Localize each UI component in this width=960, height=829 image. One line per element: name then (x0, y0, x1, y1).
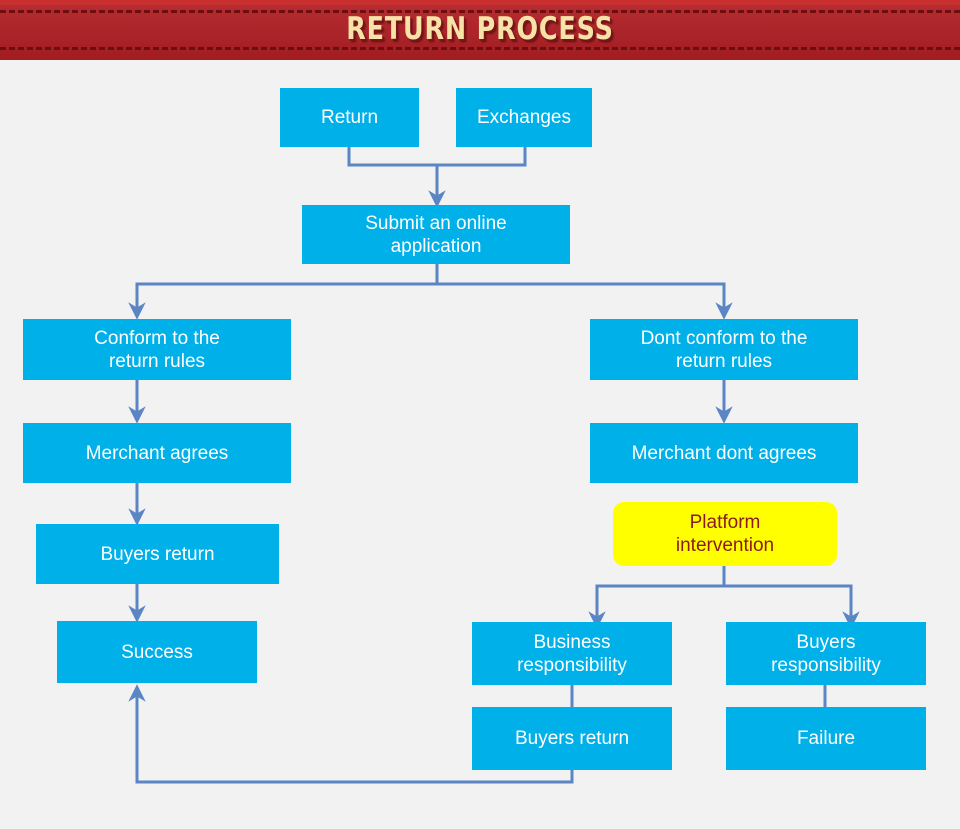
node-business-resp-line-1: Business (533, 631, 611, 653)
node-business-responsibility-label: Business responsibility (517, 631, 627, 677)
banner-top-edge (0, 0, 960, 5)
node-buyers-responsibility-label: Buyers responsibility (771, 631, 881, 677)
node-conform-rules-label: Conform to the return rules (94, 327, 220, 373)
node-buyers-responsibility[interactable]: Buyers responsibility (726, 622, 926, 685)
node-success[interactable]: Success (57, 621, 257, 683)
node-failure[interactable]: Failure (726, 707, 926, 770)
node-submit-application-label: Submit an online application (365, 212, 507, 258)
node-success-label: Success (121, 641, 193, 663)
node-submit-line-1: Submit an online (365, 212, 507, 234)
node-buyers-return-left[interactable]: Buyers return (36, 524, 279, 584)
node-buyers-return-left-label: Buyers return (100, 543, 215, 565)
edge-buyers-return-to-success-loop (128, 684, 574, 784)
node-platform-intervention[interactable]: Platform intervention (613, 502, 837, 566)
node-buyers-resp-line-1: Buyers (796, 631, 856, 653)
node-merchant-agrees-label: Merchant agrees (85, 442, 229, 464)
title-banner: RETURN PROCESS (0, 0, 960, 60)
node-business-responsibility[interactable]: Business responsibility (472, 622, 672, 685)
node-submit-line-2: application (390, 235, 482, 257)
node-business-resp-line-2: responsibility (517, 654, 627, 676)
node-merchant-agrees[interactable]: Merchant agrees (23, 423, 291, 483)
node-buyers-return-right-label: Buyers return (514, 728, 630, 749)
node-dont-conform-line-2: return rules (675, 350, 773, 372)
node-dont-conform-line-1: Dont conform to the (640, 327, 808, 349)
node-return-label: Return (320, 107, 379, 128)
node-exchanges-label: Exchanges (476, 107, 571, 128)
node-dont-conform-rules-label: Dont conform to the return rules (641, 327, 808, 373)
node-exchanges[interactable]: Exchanges (456, 88, 592, 147)
node-submit-application[interactable]: Submit an online application (302, 205, 570, 264)
node-platform-line-1: Platform (689, 512, 761, 533)
page-title: RETURN PROCESS (346, 11, 614, 47)
node-failure-label: Failure (796, 728, 856, 749)
connector-layer (128, 147, 860, 784)
edge-platform-to-business-resp (588, 584, 724, 629)
node-merchant-dont-agrees[interactable]: Merchant dont agrees (590, 423, 858, 483)
edge-platform-to-buyers-resp (724, 584, 860, 629)
node-merchant-dont-agrees-label: Merchant dont agrees (631, 442, 817, 464)
edge-submit-to-dont-conform (437, 282, 733, 320)
node-conform-line-1: Conform to the (94, 327, 220, 349)
node-platform-line-2: intervention (675, 535, 775, 556)
node-dont-conform-rules[interactable]: Dont conform to the return rules (590, 319, 858, 380)
banner-stitch-top (0, 10, 960, 13)
node-return[interactable]: Return (280, 88, 419, 147)
node-buyers-resp-line-2: responsibility (771, 654, 881, 676)
node-conform-rules[interactable]: Conform to the return rules (23, 319, 291, 380)
node-conform-line-2: return rules (108, 350, 206, 372)
edge-submit-to-conform (128, 264, 439, 320)
node-buyers-return-right[interactable]: Buyers return (472, 707, 672, 770)
edge-returns-merge (347, 147, 527, 167)
banner-stitch-bottom (0, 47, 960, 50)
flowchart-canvas: Return Exchanges Submit an online applic… (0, 60, 960, 829)
node-platform-intervention-label: Platform intervention (676, 511, 774, 557)
